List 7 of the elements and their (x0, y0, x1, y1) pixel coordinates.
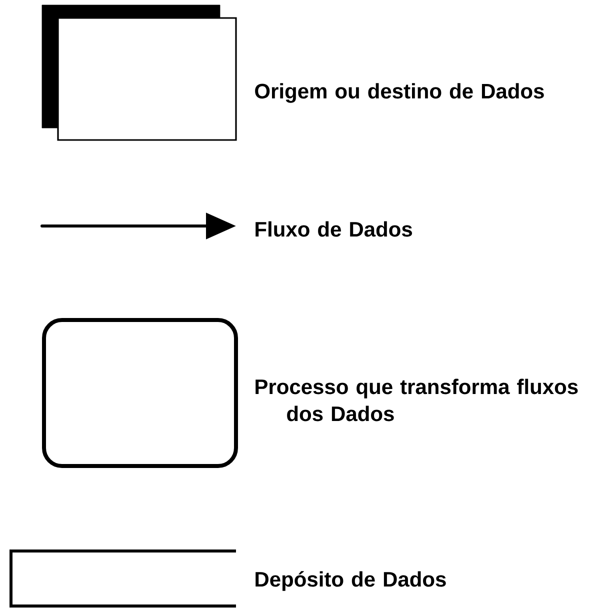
legend-text: Fluxo de Dados (256, 221, 412, 237)
process-symbol (42, 318, 238, 468)
data-store-symbol (10, 550, 236, 608)
legend-text: Origem ou destino de Dados (255, 83, 544, 103)
legend-text: Depósito de Dados (256, 571, 446, 591)
external-entity-symbol (42, 4, 237, 141)
legend-text: Processo que transforma fluxos dos Dados (256, 378, 578, 422)
